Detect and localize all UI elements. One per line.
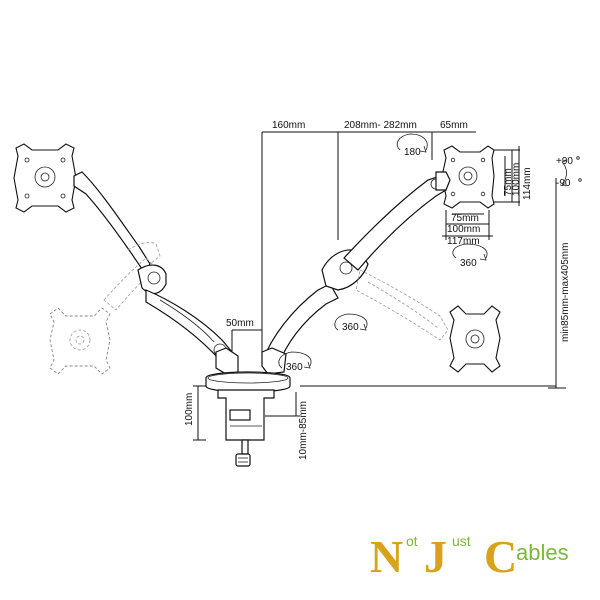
- rotation-180-label: 180: [404, 147, 421, 158]
- rotation-indicators: [278, 133, 567, 369]
- dim-top-right: 65mm: [440, 120, 468, 131]
- rotation-360-label-plate: 360: [460, 258, 477, 269]
- dimension-labels: 160mm 208mm- 282mm 65mm 75mm 100mm 114mm…: [184, 120, 573, 460]
- dim-plate-h1: 75mm: [503, 168, 514, 196]
- rotation-labels: 180 360 360 360: [286, 147, 477, 373]
- rotation-360-label-base: 360: [286, 362, 303, 373]
- notjustcables-logo: N ot J ust C ables: [370, 531, 569, 582]
- rotation-360-label-arm: 360: [342, 322, 359, 333]
- dim-top-center: 160mm: [272, 120, 305, 131]
- dim-plate-w2: 100mm: [447, 224, 480, 235]
- degree-symbol-icon: [576, 156, 580, 160]
- dim-top-mid: 208mm- 282mm: [344, 120, 417, 131]
- right-vesa-plate-upper: [441, 145, 495, 209]
- dim-desk-thickness: 10mm-85mm: [298, 401, 309, 460]
- dim-plate-h3: 114mm: [522, 167, 533, 200]
- logo-letter-j: J: [424, 531, 447, 582]
- left-vesa-plate-lower: [49, 307, 111, 375]
- dim-pole-gap: 50mm: [226, 318, 254, 329]
- tilt-down-label: -90: [556, 178, 571, 189]
- right-arm: [261, 171, 451, 367]
- dim-height-range: min85mm-max405mm: [560, 243, 571, 342]
- tilt-up-label: +90: [556, 156, 573, 167]
- dim-plate-h2: 100mm: [511, 163, 522, 196]
- dim-clamp-height: 100mm: [184, 393, 195, 426]
- logo-ot: ot: [406, 533, 418, 549]
- logo-ust: ust: [452, 533, 471, 549]
- dim-plate-w1: 75mm: [451, 213, 479, 224]
- pole-and-clamp: [205, 347, 291, 467]
- logo-ables: ables: [516, 540, 569, 565]
- right-vesa-plate-lower: [449, 305, 501, 373]
- dim-plate-w3: 117mm: [447, 236, 480, 247]
- logo-letter-n: N: [370, 531, 403, 582]
- logo-letter-c: C: [484, 531, 517, 582]
- dimension-lines: [193, 131, 566, 441]
- left-vesa-plate-upper: [13, 143, 77, 213]
- degree-symbol-icon: [578, 178, 582, 182]
